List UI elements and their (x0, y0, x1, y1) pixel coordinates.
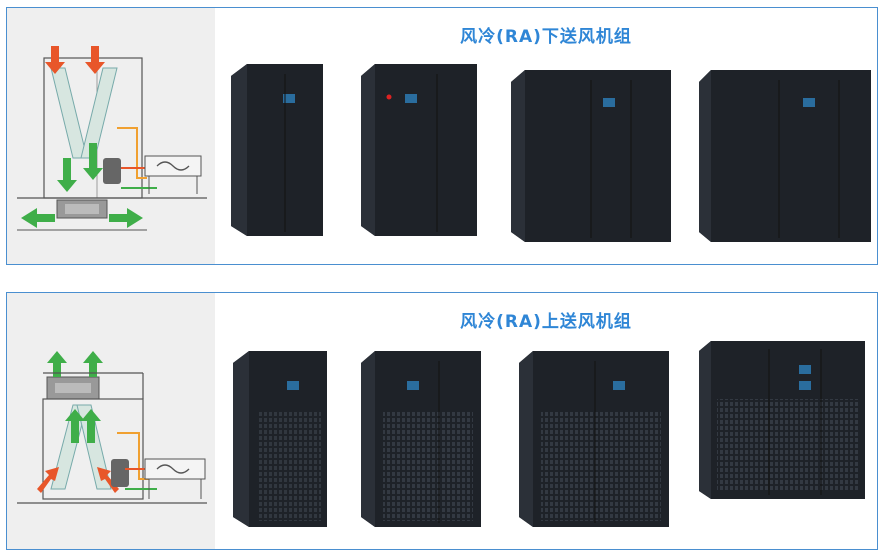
cabinet-unit-1 (233, 351, 327, 527)
cabinet-unit-2 (361, 64, 477, 236)
panel-downflow: 风冷(RA)下送风机组 (6, 7, 878, 265)
cabinet-display-icon (613, 381, 625, 390)
condenser-fan-icon (144, 155, 202, 194)
fan-icon (56, 199, 108, 219)
cabinet-unit-1 (231, 64, 323, 236)
airflow-diagram-upflow (7, 293, 215, 549)
indicator-light-icon (386, 94, 392, 100)
cabinet-display-icon (405, 94, 417, 103)
cabinet-display-icon (799, 381, 811, 390)
cabinet-display-icon (283, 94, 295, 103)
airflow-arrow-icon (47, 351, 103, 377)
cabinet-unit-3 (519, 351, 669, 527)
condenser-fan-icon (144, 458, 206, 499)
hot-air-arrow-icon (45, 46, 105, 74)
downflow-schematic (17, 46, 207, 231)
panel-title-upflow: 风冷(RA)上送风机组 (460, 312, 632, 332)
unit-row-downflow (215, 8, 877, 264)
panel-upflow: 风冷(RA)上送风机组 (6, 292, 878, 550)
upflow-schematic (17, 351, 207, 504)
airflow-diagram-downflow (7, 8, 215, 264)
fan-icon (46, 376, 100, 400)
unit-row-upflow (215, 293, 877, 549)
cabinet-display-icon (803, 98, 815, 107)
cabinet-display-icon (603, 98, 615, 107)
airflow-arrow-icon (57, 143, 103, 192)
panel-title-downflow: 风冷(RA)下送风机组 (460, 27, 632, 47)
cabinet-unit-4 (699, 341, 865, 499)
cabinet-display-icon (799, 365, 811, 374)
cabinet-display-icon (287, 381, 299, 390)
cabinet-unit-3 (511, 70, 671, 242)
cabinet-display-icon (407, 381, 419, 390)
cabinet-unit-2 (361, 351, 481, 527)
cabinet-unit-4 (699, 70, 871, 242)
